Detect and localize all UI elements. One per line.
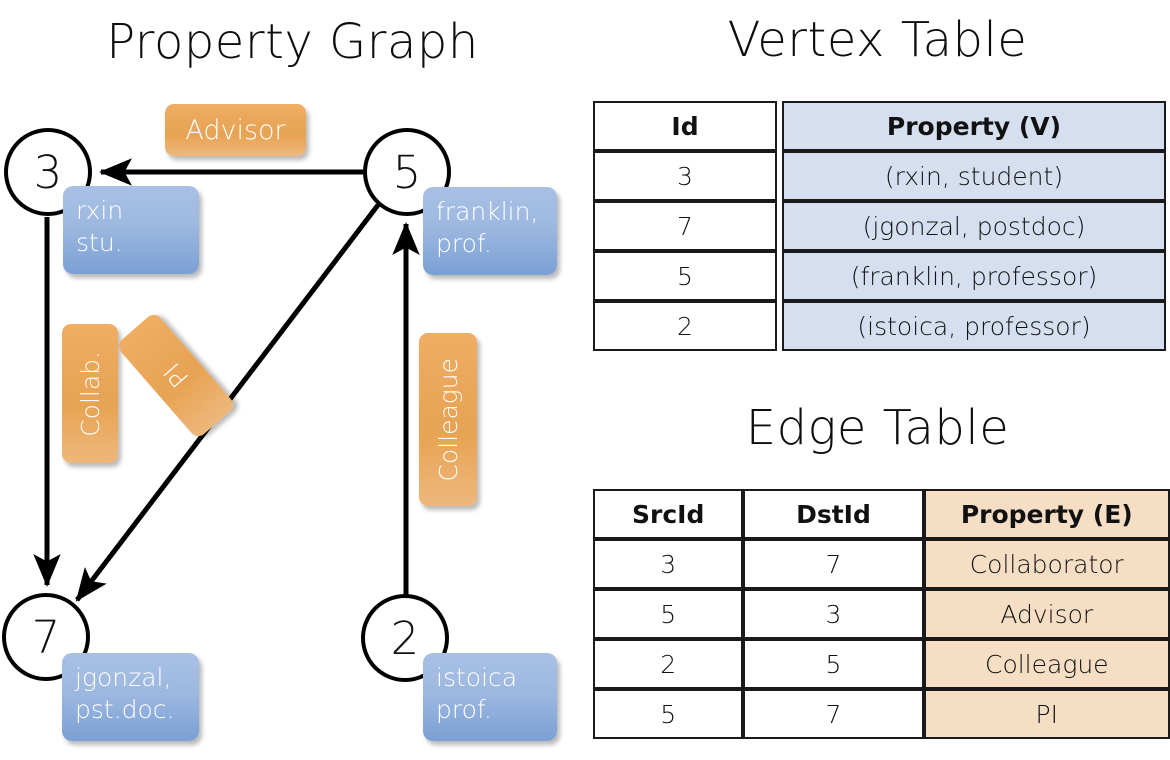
column-separator <box>777 151 782 201</box>
edge-label-text: Advisor <box>185 114 286 146</box>
cell-dstid: 3 <box>743 589 924 639</box>
cell-srcid: 5 <box>593 589 744 639</box>
column-separator <box>777 201 782 251</box>
node-property-box-franklin: franklin, prof. <box>423 187 557 275</box>
node-property-line: pst.doc. <box>75 695 175 724</box>
cell-property: (rxin, student) <box>782 151 1166 201</box>
edge-label-collab: Collab. <box>62 324 118 463</box>
cell-property: Colleague <box>923 639 1170 689</box>
cell-property: Advisor <box>923 589 1170 639</box>
column-header-dstid: DstId <box>743 489 924 539</box>
column-header-property-e: Property (E) <box>923 489 1170 539</box>
vertex-table: Id Property (V) 3 (rxin, student) 7 (jgo… <box>593 101 1166 351</box>
node-property-line: istoica <box>436 663 518 692</box>
edge-label-text: Colleague <box>433 357 463 482</box>
column-separator <box>777 251 782 301</box>
cell-property: (jgonzal, postdoc) <box>782 201 1166 251</box>
page-title-edge-table: Edge Table <box>745 400 1010 456</box>
node-property-line: prof. <box>436 695 492 724</box>
cell-srcid: 2 <box>593 639 744 689</box>
cell-dstid: 5 <box>743 639 924 689</box>
column-separator <box>777 301 782 351</box>
column-separator <box>777 101 782 151</box>
node-property-box-jgonzal: jgonzal, pst.doc. <box>62 653 199 741</box>
table-row: 3 7 Collaborator <box>593 539 1170 589</box>
table-row: 5 (franklin, professor) <box>593 251 1166 301</box>
node-property-box-rxin: rxin stu. <box>63 186 199 274</box>
property-graph-diagram: 3 5 7 2 rxin stu. franklin, prof. jgonza… <box>2 104 557 741</box>
table-row: 7 (jgonzal, postdoc) <box>593 201 1166 251</box>
table-row: 3 (rxin, student) <box>593 151 1166 201</box>
cell-property: Collaborator <box>923 539 1170 589</box>
edge-label-text: PI <box>157 357 195 394</box>
cell-id: 7 <box>593 201 777 251</box>
table-row: 2 (istoica, professor) <box>593 301 1166 351</box>
table-header-row: Id Property (V) <box>593 101 1166 151</box>
column-header-srcid: SrcId <box>593 489 744 539</box>
node-property-line: jgonzal, <box>75 663 172 692</box>
cell-srcid: 5 <box>593 689 744 739</box>
node-property-line: stu. <box>76 228 123 257</box>
cell-id: 2 <box>593 301 777 351</box>
page-title-vertex-table: Vertex Table <box>727 12 1028 68</box>
table-row: 5 7 PI <box>593 689 1170 739</box>
node-property-line: rxin <box>76 196 124 225</box>
edge-label-colleague: Colleague <box>419 333 477 506</box>
cell-property: (istoica, professor) <box>782 301 1166 351</box>
edge-label-text: Collab. <box>75 350 105 437</box>
cell-dstid: 7 <box>743 539 924 589</box>
cell-dstid: 7 <box>743 689 924 739</box>
graph-node-5[interactable]: 5 <box>363 128 451 216</box>
node-property-line: prof. <box>436 229 492 258</box>
node-property-line: franklin, <box>436 197 539 226</box>
cell-id: 5 <box>593 251 777 301</box>
cell-srcid: 3 <box>593 539 744 589</box>
table-header-row: SrcId DstId Property (E) <box>593 489 1170 539</box>
graph-node-2[interactable]: 2 <box>361 594 449 682</box>
table-row: 2 5 Colleague <box>593 639 1170 689</box>
cell-id: 3 <box>593 151 777 201</box>
edge-table: SrcId DstId Property (E) 3 7 Collaborato… <box>593 489 1170 739</box>
cell-property: (franklin, professor) <box>782 251 1166 301</box>
node-property-box-istoica: istoica prof. <box>423 653 557 741</box>
column-header-property-v: Property (V) <box>782 101 1166 151</box>
table-row: 5 3 Advisor <box>593 589 1170 639</box>
cell-property: PI <box>923 689 1170 739</box>
edge-label-advisor: Advisor <box>165 104 306 156</box>
column-header-id: Id <box>593 101 777 151</box>
page-title-property-graph: Property Graph <box>106 14 479 70</box>
